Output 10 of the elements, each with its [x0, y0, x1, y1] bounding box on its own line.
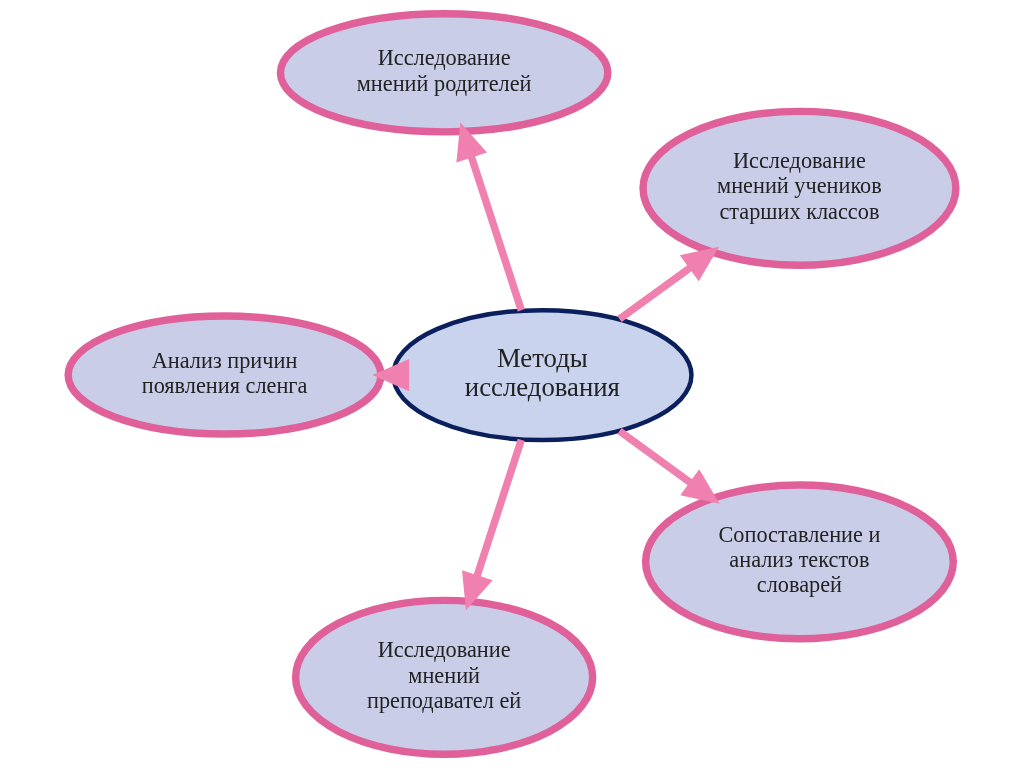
- arrow: [462, 438, 525, 611]
- node-ellipse: Исследование мнений учеников старших классов: [639, 107, 960, 269]
- node-ellipse: Исследование мнений родителей: [276, 10, 612, 136]
- node-ellipse: Исследование мнений преподавател ей: [291, 596, 597, 758]
- node-ellipse: Сопоставление и анализ текстов словарей: [641, 481, 957, 643]
- arrow: [617, 246, 720, 323]
- arrow: [617, 428, 720, 504]
- arrow: [372, 359, 410, 392]
- node-ellipse: Анализ причин появления сленга: [64, 312, 385, 438]
- arrow: [456, 122, 525, 312]
